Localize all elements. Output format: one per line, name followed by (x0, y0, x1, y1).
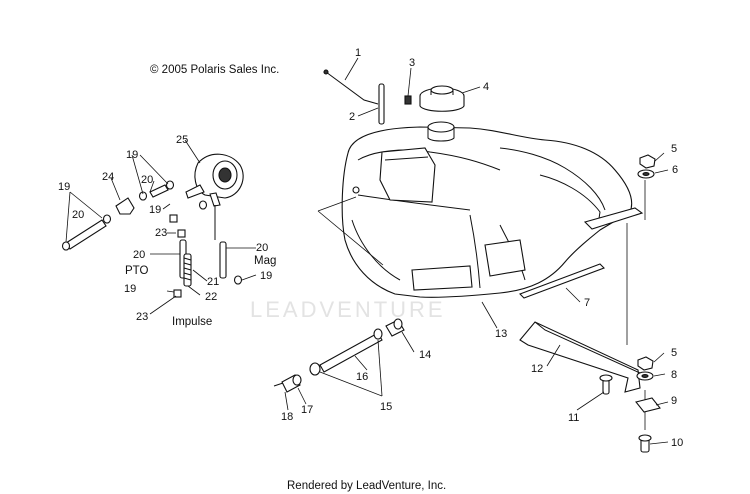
callout-24: 24 (102, 171, 114, 183)
callout-19-pto: 19 (124, 283, 136, 295)
callout-18: 18 (281, 411, 293, 423)
callout-23-bottom: 23 (136, 311, 148, 323)
label-impulse: Impulse (172, 316, 212, 328)
callout-5-upper: 5 (671, 143, 677, 155)
clip (404, 95, 412, 105)
callout-7: 7 (584, 297, 590, 309)
label-mag: Mag (254, 255, 276, 267)
callout-20-pto: 20 (133, 249, 145, 261)
watermark-text: LEADVENTURE (250, 297, 446, 322)
strap (519, 263, 605, 299)
callout-5-lower: 5 (671, 347, 677, 359)
guide-lines (317, 180, 646, 430)
callout-15: 15 (380, 401, 392, 413)
callout-12: 12 (531, 363, 543, 375)
callout-22: 22 (205, 291, 217, 303)
callout-2: 2 (349, 111, 355, 123)
bracket (519, 321, 641, 393)
label-pto: PTO (125, 265, 148, 277)
callout-8: 8 (671, 369, 677, 381)
callouts: 1 2 3 4 5 6 7 5 8 9 10 11 12 13 14 15 16… (58, 47, 683, 449)
callout-20-mag: 20 (256, 242, 268, 254)
callout-20-top: 20 (141, 174, 153, 186)
fuel-pump-assembly (185, 153, 244, 207)
lower-hardware (599, 356, 661, 453)
callout-3: 3 (409, 57, 415, 69)
vent-line (323, 69, 385, 125)
fuel-line-assembly (273, 318, 405, 393)
callout-4: 4 (483, 81, 489, 93)
callout-6: 6 (672, 164, 678, 176)
callout-23-top: 23 (155, 227, 167, 239)
callout-13: 13 (495, 328, 507, 340)
petcock (115, 197, 135, 215)
callout-16: 16 (356, 371, 368, 383)
fuel-tank (341, 121, 644, 298)
nut-washer-upper (637, 154, 656, 179)
callout-19-mid: 19 (149, 204, 161, 216)
leader-lines (65, 57, 669, 445)
hoses-and-clamps (61, 180, 243, 298)
callout-10: 10 (671, 437, 683, 449)
callout-21: 21 (207, 276, 219, 288)
callout-14: 14 (419, 349, 431, 361)
callout-11: 11 (568, 412, 579, 424)
callout-17: 17 (301, 404, 313, 416)
callout-19-top: 19 (126, 149, 138, 161)
callout-1: 1 (355, 47, 361, 59)
callout-19-left: 19 (58, 181, 70, 193)
callout-19-mag: 19 (260, 270, 272, 282)
footer-text: Rendered by LeadVenture, Inc. (287, 480, 446, 492)
callout-20-left: 20 (72, 209, 84, 221)
callout-9: 9 (671, 395, 677, 407)
fuel-cap (419, 85, 465, 112)
copyright-text: © 2005 Polaris Sales Inc. (150, 64, 279, 76)
callout-25: 25 (176, 134, 188, 146)
